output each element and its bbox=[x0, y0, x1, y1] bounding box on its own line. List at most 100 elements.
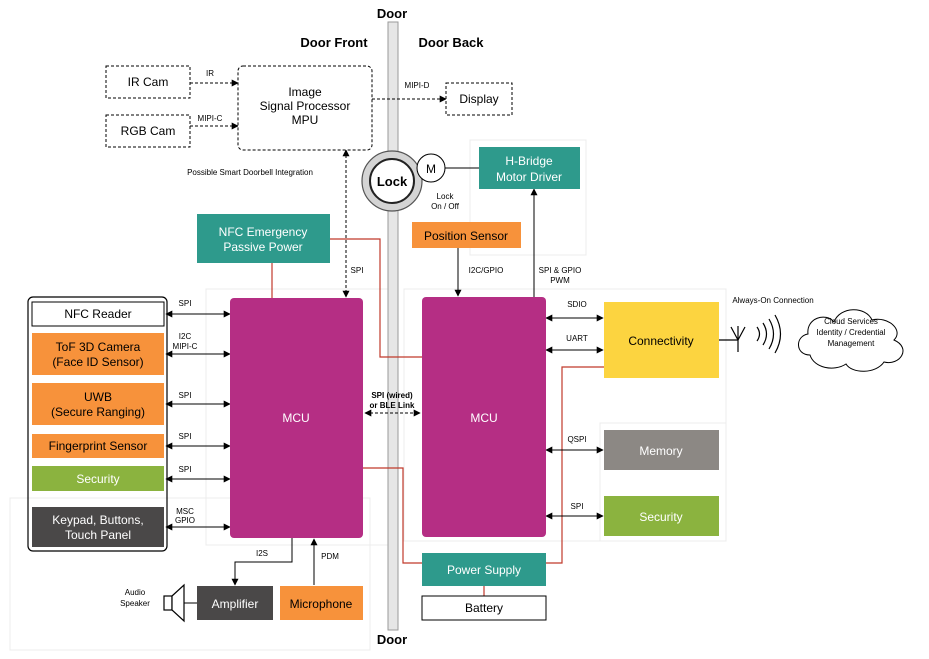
link-msc-label: MSC bbox=[176, 507, 194, 516]
battery-label: Battery bbox=[465, 601, 503, 615]
link-spi-fp-label: SPI bbox=[179, 432, 192, 441]
display-box bbox=[445, 82, 513, 116]
back-mcu-box bbox=[422, 297, 546, 537]
nfc-reader-label: NFC Reader bbox=[64, 307, 131, 321]
link-spi-uwb-label: SPI bbox=[179, 391, 192, 400]
motor-label: M bbox=[426, 162, 436, 176]
nfc-emergency-label-1: NFC Emergency bbox=[219, 225, 308, 239]
connectivity-label: Connectivity bbox=[628, 334, 693, 348]
amplifier-box bbox=[197, 586, 273, 620]
uwb-label-1: UWB bbox=[84, 390, 112, 404]
nfc-emergency-label-2: Passive Power bbox=[223, 240, 302, 254]
link-qspi-label: QSPI bbox=[567, 435, 586, 444]
tof-camera-label-2: (Face ID Sensor) bbox=[52, 355, 143, 369]
link-uart-label: UART bbox=[566, 334, 588, 343]
motor-group bbox=[469, 139, 587, 256]
hbridge-box bbox=[479, 147, 580, 189]
nfc-emergency-box bbox=[197, 214, 330, 263]
cloud-label-1: Cloud Services bbox=[824, 317, 878, 326]
front-peripheral-group bbox=[27, 296, 168, 552]
front-mcu-box bbox=[230, 298, 363, 538]
memory-box bbox=[604, 430, 719, 470]
audio-group bbox=[9, 497, 371, 651]
link-pwm-label: PWM bbox=[550, 276, 570, 285]
antenna-icon bbox=[719, 314, 782, 354]
fingerprint-box bbox=[32, 434, 164, 458]
cloud-icon bbox=[798, 309, 904, 372]
uwb-label-2: (Secure Ranging) bbox=[51, 405, 145, 419]
speaker-label-1: Audio bbox=[125, 588, 146, 597]
tof-camera-label-1: ToF 3D Camera bbox=[56, 340, 141, 354]
link-spi-sec-label: SPI bbox=[179, 465, 192, 474]
solid-links bbox=[165, 167, 604, 586]
isp-box bbox=[237, 65, 373, 151]
front-security-box bbox=[32, 466, 164, 491]
speaker-icon bbox=[163, 583, 185, 623]
keypad-box bbox=[32, 507, 164, 547]
link-mcu-label-1: SPI (wired) bbox=[371, 391, 413, 400]
position-sensor-label: Position Sensor bbox=[424, 229, 508, 243]
door-top-label: Door bbox=[377, 6, 407, 21]
keypad-label-2: Touch Panel bbox=[65, 528, 131, 542]
link-i2c-label: I2C bbox=[179, 332, 192, 341]
front-security-label: Security bbox=[76, 472, 119, 486]
hbridge-label-1: H-Bridge bbox=[505, 154, 553, 168]
power-lines bbox=[271, 238, 604, 596]
motor-icon bbox=[416, 153, 446, 183]
microphone-label: Microphone bbox=[290, 597, 353, 611]
lock-label: Lock bbox=[377, 174, 408, 189]
door-bottom-label: Door bbox=[377, 632, 407, 647]
isp-label-2: Signal Processor bbox=[260, 99, 351, 113]
ir-cam-box bbox=[105, 65, 191, 99]
connectivity-box bbox=[604, 302, 719, 378]
front-mcu-label: MCU bbox=[282, 411, 309, 425]
back-security-box bbox=[604, 496, 719, 536]
link-i2s-label: I2S bbox=[256, 549, 268, 558]
isp-label-3: MPU bbox=[292, 113, 319, 127]
doorbell-note: Possible Smart Doorbell Integration bbox=[187, 168, 313, 177]
link-mipi-d-label: MIPI-D bbox=[405, 81, 430, 90]
nfc-reader-box bbox=[31, 301, 165, 327]
door-back-label: Door Back bbox=[418, 35, 484, 50]
dashed-links bbox=[190, 79, 447, 417]
display-label: Display bbox=[459, 92, 498, 106]
uwb-box bbox=[32, 383, 164, 425]
link-mipi-c-label: MIPI-C bbox=[198, 114, 223, 123]
lock-state-label-1: Lock bbox=[437, 192, 455, 201]
cloud-label-3: Management bbox=[828, 339, 875, 348]
battery-box bbox=[421, 595, 547, 621]
link-gpio-label: GPIO bbox=[175, 516, 195, 525]
power-supply-box bbox=[422, 553, 546, 586]
door-bar bbox=[387, 21, 399, 631]
link-sdio-label: SDIO bbox=[567, 300, 587, 309]
hbridge-label-2: Motor Driver bbox=[496, 170, 562, 184]
link-mcu-label-2: or BLE Link bbox=[370, 401, 415, 410]
microphone-box bbox=[280, 586, 363, 620]
link-mipi-label: MIPI-C bbox=[173, 342, 198, 351]
door-front-label: Door Front bbox=[300, 35, 368, 50]
cloud-label-2: Identity / Credential bbox=[817, 328, 886, 337]
back-peripheral-group bbox=[599, 422, 727, 542]
link-ir-label: IR bbox=[206, 69, 214, 78]
back-mcu-label: MCU bbox=[470, 411, 497, 425]
always-on-label: Always-On Connection bbox=[732, 296, 813, 305]
fingerprint-label: Fingerprint Sensor bbox=[49, 439, 148, 453]
rgb-cam-label: RGB Cam bbox=[121, 124, 176, 138]
link-pdm-label: PDM bbox=[321, 552, 339, 561]
back-security-label: Security bbox=[639, 510, 682, 524]
speaker-label-2: Speaker bbox=[120, 599, 150, 608]
keypad-label-1: Keypad, Buttons, bbox=[52, 513, 143, 527]
ir-cam-label: IR Cam bbox=[128, 75, 169, 89]
tof-camera-box bbox=[32, 333, 164, 375]
position-sensor-box bbox=[412, 222, 521, 248]
lock-state-label-2: On / Off bbox=[431, 202, 460, 211]
rgb-cam-box bbox=[105, 114, 191, 148]
link-spi-isp-label: SPI bbox=[351, 266, 364, 275]
memory-label: Memory bbox=[639, 444, 682, 458]
link-spi-back-sec-label: SPI bbox=[571, 502, 584, 511]
link-spi-nfc-label: SPI bbox=[179, 299, 192, 308]
link-spi-gpio-label: SPI & GPIO bbox=[539, 266, 582, 275]
isp-label-1: Image bbox=[288, 85, 322, 99]
amplifier-label: Amplifier bbox=[212, 597, 259, 611]
